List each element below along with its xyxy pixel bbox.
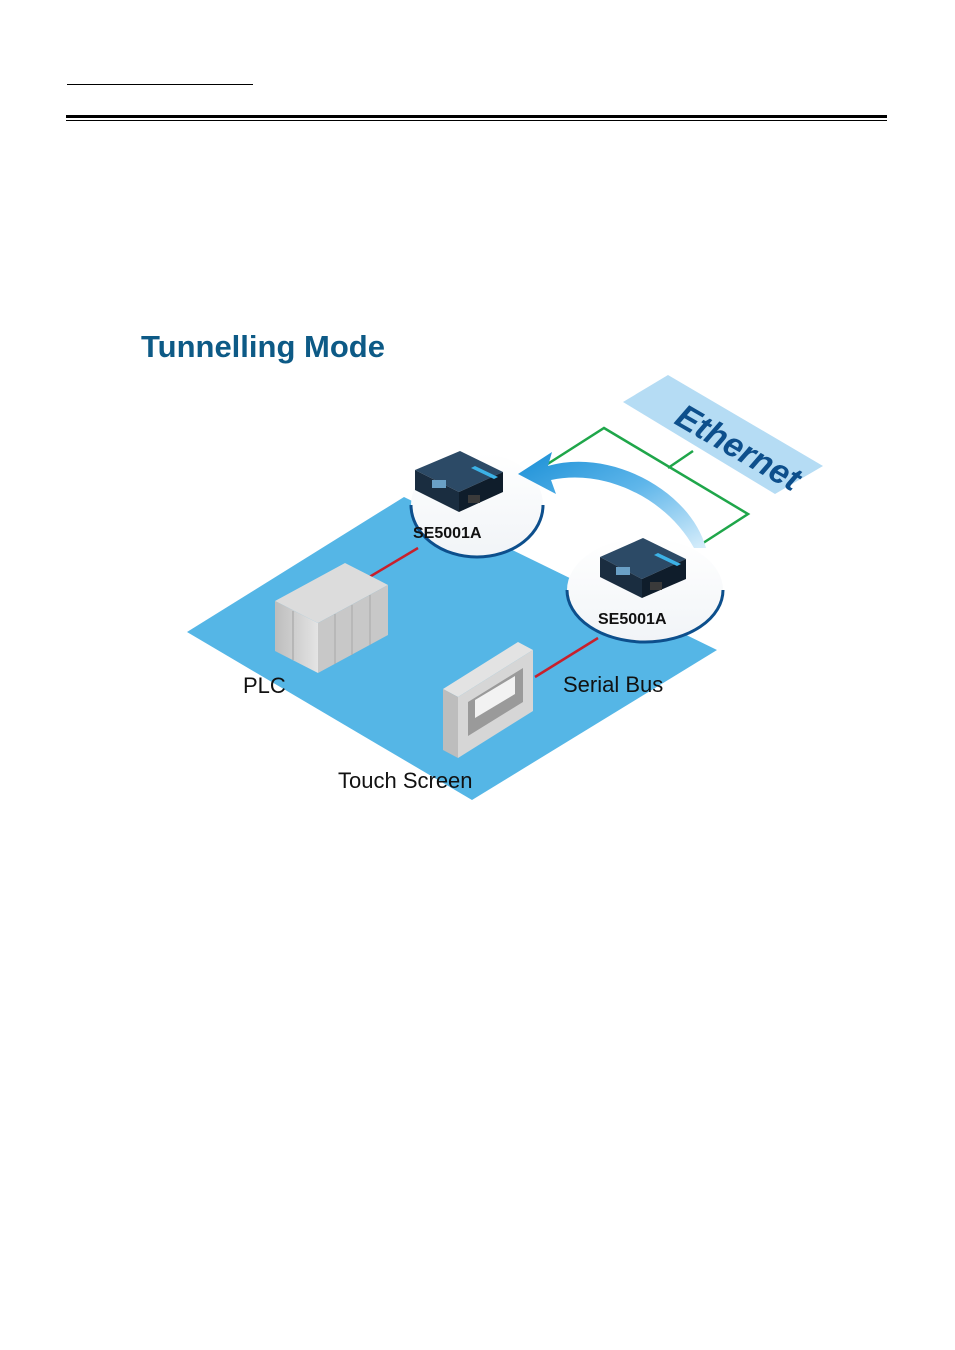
device-right-label: SE5001A — [598, 611, 667, 628]
header-double-rule — [66, 115, 887, 122]
serial-bus-label: Serial Bus — [563, 672, 663, 697]
tunnelling-mode-diagram: Tunnelling Mode Ethernet SE5001A — [0, 300, 955, 820]
diagram-title: Tunnelling Mode — [141, 329, 385, 364]
header-short-rule — [67, 84, 253, 85]
plc-label: PLC — [243, 673, 286, 698]
touch-screen-label: Touch Screen — [338, 768, 473, 793]
device-top-label: SE5001A — [413, 525, 482, 542]
tunnel-arrow — [518, 452, 706, 548]
